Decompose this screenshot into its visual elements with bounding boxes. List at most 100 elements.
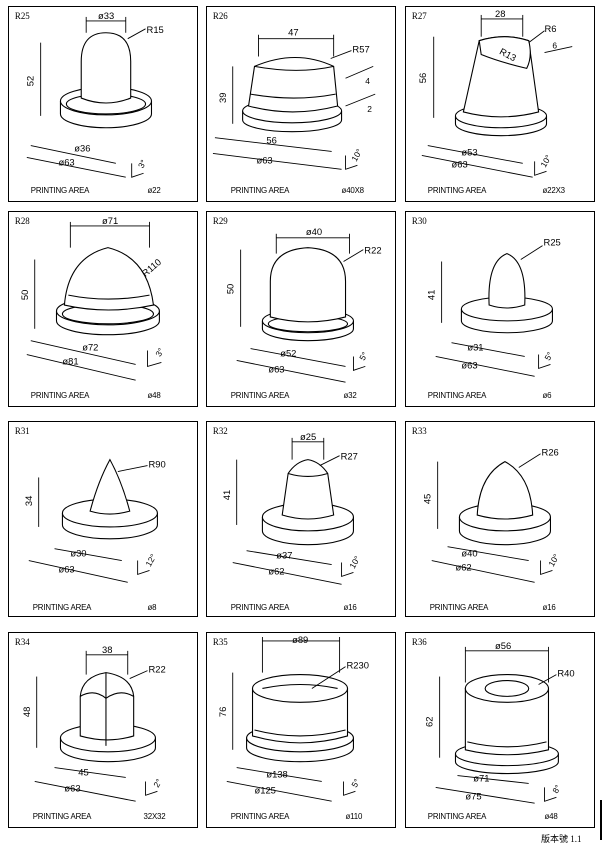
dim-label: ø75: [465, 790, 481, 801]
pad-code: R36: [412, 637, 427, 647]
printing-area-value: ø16: [344, 603, 358, 612]
printing-area-value: ø48: [148, 391, 162, 400]
dim-label: 28: [495, 8, 505, 19]
dim-label: 50: [225, 284, 236, 294]
dim-label: ø125: [254, 784, 275, 795]
pad-cell-r34: R34 38 R22 48 45 ø63 2° PRINTING AREA 32…: [8, 632, 198, 828]
footer-label: PRINTING AREA: [231, 391, 290, 400]
pad-drawing: [61, 458, 158, 540]
pad-code: R26: [213, 11, 228, 21]
dim-label: ø36: [74, 142, 90, 153]
dim-label: 6: [552, 41, 557, 51]
footer-label: PRINTING AREA: [31, 391, 90, 400]
dim-label: 3°: [153, 346, 166, 358]
pad-cell-r33: R33 R26 45 ø40 ø62 10° PRINTING AREA ø16: [405, 421, 595, 617]
dim-label: R57: [352, 44, 369, 55]
pad-drawing: [460, 253, 553, 334]
pad-cell-r30: R30 R25 41 ø31 ø63 5° PRINTING AREA ø6: [405, 211, 595, 407]
dim-label: R27: [341, 451, 358, 462]
footer-label: PRINTING AREA: [33, 603, 92, 612]
dim-label: R110: [139, 256, 163, 278]
pad-drawing: [246, 674, 354, 763]
dim-label: ø81: [62, 355, 78, 366]
dim-label: ø25: [300, 431, 316, 442]
pad-drawing: [261, 459, 354, 546]
footer-label: PRINTING AREA: [231, 603, 290, 612]
dim-label: 5°: [357, 350, 370, 362]
dim-label: ø89: [292, 634, 308, 645]
printing-area-value: ø16: [543, 603, 557, 612]
dim-label: R26: [542, 447, 559, 458]
dim-label: ø37: [276, 550, 292, 561]
dim-label: ø52: [280, 347, 296, 358]
footer-label: PRINTING AREA: [428, 812, 487, 821]
dim-label: R90: [149, 459, 166, 470]
printing-area-value: ø22X3: [543, 186, 566, 195]
footer-label: PRINTING AREA: [231, 186, 290, 195]
dim-label: 34: [23, 496, 34, 506]
dim-label: R22: [149, 664, 166, 675]
pad-cell-r29: R29 ø40 R22 50 ø52 ø63 5° PRINTING AREA …: [206, 211, 396, 407]
dim-label: ø31: [467, 342, 483, 353]
dim-label: 56: [266, 135, 276, 146]
pad-cell-r27: R27 28 R6 6 R13 56 ø53 ø63 10° PRINTING …: [405, 6, 595, 202]
dim-label: R25: [544, 237, 561, 248]
pad-code: R28: [15, 216, 30, 226]
dim-label: R230: [347, 660, 369, 671]
dim-label: ø62: [268, 565, 284, 576]
dim-label: ø63: [268, 363, 284, 374]
dim-label: 8°: [550, 783, 563, 795]
dim-label: 5°: [349, 777, 362, 789]
pad-code: R33: [412, 426, 427, 436]
dim-label: ø40: [461, 548, 477, 559]
dim-label: ø62: [455, 561, 471, 572]
pad-drawing: [59, 32, 153, 129]
pad-cell-r31: R31 R90 34 ø30 ø63 12° PRINTING AREA ø8: [8, 421, 198, 617]
dim-label: R40: [557, 668, 574, 679]
dim-label: ø71: [102, 215, 118, 226]
dim-label: ø40: [306, 226, 322, 237]
dim-label: ø72: [82, 342, 98, 353]
dim-label: ø63: [58, 563, 74, 574]
dim-label: 56: [417, 73, 428, 83]
dim-label: 10°: [538, 153, 553, 169]
pad-cell-r28: R28 ø71 R110 50 ø72 ø81 3° PRINTING AREA…: [8, 211, 198, 407]
dim-label: 4: [365, 76, 370, 86]
dim-label: ø63: [461, 359, 477, 370]
pad-code: R31: [15, 426, 30, 436]
dim-label: 52: [25, 76, 36, 86]
dim-label: 62: [424, 717, 435, 727]
pad-drawing: [454, 674, 559, 775]
dim-label: 76: [217, 707, 228, 717]
dim-label: 39: [217, 93, 228, 103]
pad-cell-r36: R36 ø56 R40 62 ø71 ø75 8° PRINTING AREA …: [405, 632, 595, 828]
printing-area-value: 32X32: [144, 812, 166, 821]
dim-label: 2°: [151, 777, 164, 789]
dim-label: 50: [19, 290, 30, 300]
dim-label: 10°: [349, 147, 364, 163]
dim-label: R22: [364, 245, 381, 256]
printing-area-value: ø6: [543, 391, 553, 400]
footer-label: PRINTING AREA: [31, 186, 90, 195]
dim-label: ø53: [461, 146, 477, 157]
pad-drawing: [55, 247, 160, 336]
version-label: 版本號 1.1: [541, 834, 582, 844]
dim-label: 10°: [546, 552, 561, 568]
dim-label: 3°: [136, 158, 149, 170]
dim-label: 10°: [347, 554, 362, 570]
pad-code: R32: [213, 426, 228, 436]
footer-label: PRINTING AREA: [33, 812, 92, 821]
dim-label: 45: [78, 767, 88, 778]
printing-area-value: ø110: [346, 812, 363, 821]
dim-label: 45: [422, 494, 433, 504]
pad-drawing: [454, 36, 548, 137]
dim-label: ø56: [495, 640, 511, 651]
dim-label: 41: [426, 290, 437, 300]
dim-label: 38: [102, 644, 112, 655]
pad-code: R27: [412, 11, 427, 21]
dim-label: 47: [288, 27, 298, 38]
dim-label: 2: [367, 104, 372, 114]
margin-rule: [600, 800, 602, 840]
dim-label: ø63: [256, 154, 272, 165]
pad-code: R30: [412, 216, 427, 226]
